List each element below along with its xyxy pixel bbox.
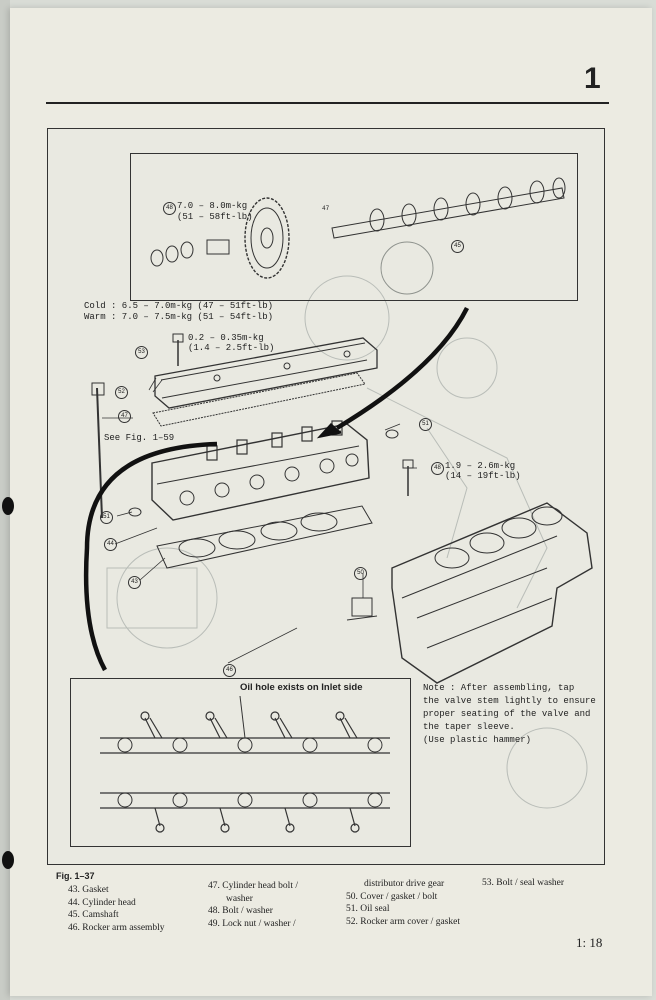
- legend-item: 49. Lock nut / washer /: [208, 918, 296, 929]
- callout-47-top: 47: [322, 205, 330, 212]
- rocker-arm-cover: [154, 337, 378, 409]
- cover-bolt-torque-2: (1.4 – 2.5ft-lb): [188, 343, 275, 353]
- callout-45: 45: [451, 240, 464, 253]
- callout-48-top: 48: [163, 202, 176, 215]
- note-line: proper seating of the valve and: [423, 709, 591, 719]
- note-line: the valve stem lightly to ensure: [423, 696, 596, 706]
- head-bolt-torque-warm: Warm : 7.0 – 7.5m-kg (51 – 54ft-lb): [84, 312, 274, 322]
- callout-53: 53: [135, 346, 148, 359]
- note-line: Note : After assembling, tap: [423, 683, 575, 693]
- callout-46: 46: [223, 664, 236, 677]
- legend-item: 53. Bolt / seal washer: [482, 878, 565, 888]
- head-bolt-torque-cold: Cold : 6.5 – 7.0m-kg (47 – 51ft-lb): [84, 301, 274, 311]
- legend-column-2: 47. Cylinder head bolt / washer 48. Bolt…: [208, 880, 298, 930]
- note-line: (Use plastic hammer): [423, 735, 532, 745]
- camshaft-inset: [130, 153, 578, 301]
- cover-bolt-torque-1: 0.2 – 0.35m-kg: [188, 333, 264, 343]
- cylinder-head: [151, 420, 370, 521]
- chapter-number: 1: [584, 62, 601, 95]
- figure-title: Fig. 1–37: [56, 871, 95, 881]
- legend-item: 46. Rocker arm assembly: [68, 922, 165, 933]
- camshaft-gear: [244, 197, 434, 295]
- camshaft: [331, 177, 566, 239]
- punch-hole: [2, 851, 14, 869]
- engine-exploded-diagram: [83, 177, 593, 833]
- note-line: the taper sleeve.: [423, 722, 515, 732]
- rocker-bolt-torque-2: (14 – 19ft-lb): [445, 471, 521, 481]
- page-number: 1: 18: [576, 935, 603, 950]
- cylinder-block: [391, 502, 593, 684]
- legend-item: washer: [226, 893, 253, 904]
- callout-43: 43: [128, 576, 141, 589]
- legend-item: 43. Gasket: [68, 885, 109, 895]
- legend-column-1: 43. Gasket 44. Cylinder head 45. Camshaf…: [68, 884, 165, 934]
- oil-hole-label: Oil hole exists on Inlet side: [240, 682, 363, 693]
- rocker-arm-inset: [70, 678, 411, 847]
- legend-item: 50. Cover / gasket / bolt: [346, 891, 438, 902]
- legend-item: 47. Cylinder head bolt /: [208, 881, 298, 891]
- punch-hole: [2, 497, 14, 515]
- rocker-arm-assembly: [100, 695, 390, 833]
- legend-item: distributor drive gear: [364, 879, 445, 889]
- legend-column-4: 53. Bolt / seal washer: [482, 877, 564, 890]
- callout-52: 52: [115, 386, 128, 399]
- callout-50: 50: [354, 567, 367, 580]
- legend-item: 45. Camshaft: [68, 910, 119, 921]
- legend-item: 44. Cylinder head: [68, 897, 136, 908]
- legend-item: 52. Rocker arm cover / gasket: [346, 916, 460, 927]
- callout-44: 44: [104, 538, 117, 551]
- callout-48: 48: [431, 462, 444, 475]
- torque-camshaft-gear-2: (51 – 58ft-lb): [177, 212, 253, 222]
- figure-frame: [47, 128, 605, 865]
- assembly-note: Note : After assembling, tap the valve s…: [423, 682, 598, 747]
- callout-51-right: 51: [419, 418, 432, 431]
- callout-47: 47: [118, 410, 131, 423]
- legend-item: 48. Bolt / washer: [208, 906, 273, 917]
- legend-item: 51. Oil seal: [346, 904, 390, 915]
- callout-51-left: 51: [100, 511, 113, 524]
- see-fig-reference: See Fig. 1–59: [104, 433, 175, 443]
- legend-column-3: distributor drive gear 50. Cover / gaske…: [346, 878, 460, 928]
- header-rule: [46, 102, 609, 104]
- rocker-bolt-torque-1: 1.9 – 2.6m-kg: [445, 461, 516, 471]
- cylinder-head-gasket: [156, 505, 373, 569]
- torque-camshaft-gear-1: 7.0 – 8.0m-kg: [177, 201, 248, 211]
